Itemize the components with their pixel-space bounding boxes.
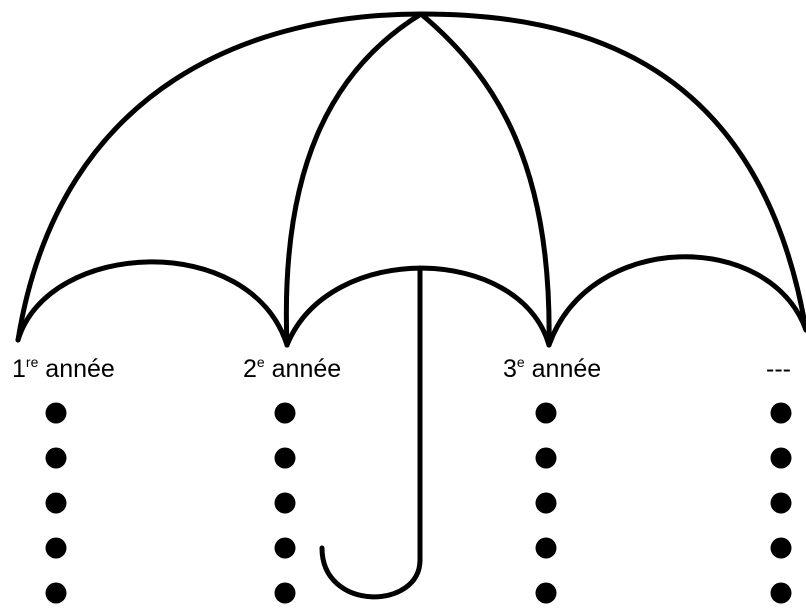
raindrop-dot (275, 583, 296, 604)
column-label-number: 3 (503, 355, 517, 383)
raindrop-dot (771, 538, 792, 559)
raindrop-dot (46, 583, 67, 604)
raindrop-dot (536, 448, 557, 469)
canopy-scallop-3 (549, 257, 806, 345)
raindrop-dot (771, 448, 792, 469)
column-label-number: --- (766, 355, 791, 383)
raindrop-dot (536, 493, 557, 514)
column-label-1: 1re année (12, 354, 115, 383)
raindrop-dot (46, 493, 67, 514)
canopy-rib-right (421, 14, 549, 345)
raindrop-dot (275, 538, 296, 559)
column-label-superscript: e (257, 354, 265, 370)
column-label-word: année (525, 355, 601, 383)
column-label-3: 3e année (503, 354, 601, 383)
column-label-superscript: re (26, 354, 39, 370)
column-label-4: --- (766, 355, 791, 383)
raindrop-dot (46, 538, 67, 559)
column-label-2: 2e année (243, 354, 341, 383)
raindrop-dot (46, 448, 67, 469)
column-label-number: 2 (243, 355, 257, 383)
raindrop-dot (275, 493, 296, 514)
umbrella-handle (322, 548, 420, 597)
raindrop-dot (771, 493, 792, 514)
raindrop-dot (275, 448, 296, 469)
column-label-word: année (265, 355, 341, 383)
column-label-superscript: e (517, 354, 525, 370)
canopy-scallop-1 (18, 262, 287, 345)
canopy-rib-left (286, 14, 421, 345)
raindrop-dot (536, 538, 557, 559)
raindrop-dot (275, 403, 296, 424)
raindrop-dot (46, 403, 67, 424)
raindrop-dot (771, 403, 792, 424)
canopy-outer-arc (18, 14, 806, 340)
umbrella-icon (18, 14, 806, 597)
raindrop-dot (536, 403, 557, 424)
column-label-number: 1 (12, 355, 26, 383)
raindrop-dot (536, 583, 557, 604)
raindrop-dot (771, 583, 792, 604)
column-label-word: année (38, 355, 114, 383)
